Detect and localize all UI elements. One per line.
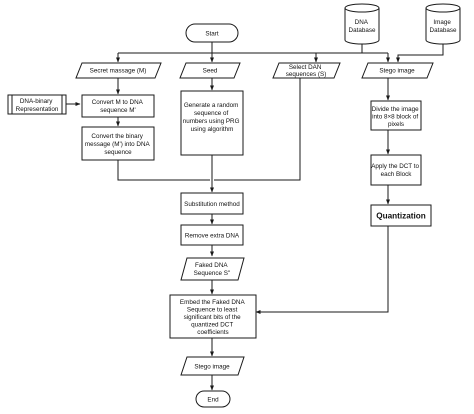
image-database: Image Database: [425, 3, 461, 45]
dna-binary-representation: DNA-binary Representation: [7, 94, 67, 115]
end-label: End: [207, 397, 219, 404]
convert-binary-process: Convert the binary message (M') into DNA…: [81, 126, 155, 161]
end-terminal: End: [195, 390, 231, 408]
dna-binary-label: DNA-binary Representation: [16, 98, 59, 113]
select-dan-label: Select DAN sequences (S): [286, 64, 327, 78]
dna-database-label: DNA Database: [349, 19, 376, 34]
convert-m-process: Convert M to DNA sequence M': [81, 94, 155, 118]
remove-extra-label: Remove extra DNA: [185, 233, 240, 240]
secret-message-input: Secret massage (M): [75, 62, 162, 79]
convert-m-label: Convert M to DNA sequence M': [92, 99, 145, 114]
image-database-label: Image Database: [430, 19, 457, 34]
substitution-process: Substitution method: [180, 192, 244, 215]
stego-image-input-label: Stego image: [379, 68, 415, 75]
remove-extra-process: Remove extra DNA: [180, 224, 244, 246]
apply-dct-process: Apply the DCT to each Block: [370, 154, 422, 186]
dna-database: DNA Database: [344, 3, 380, 45]
faked-dna-output: Faked DNA Sequence S'': [180, 257, 245, 281]
quantization-process: Quantization: [370, 204, 432, 227]
select-dan-input: Select DAN sequences (S): [272, 62, 341, 79]
stego-image-output-label: Stego image: [194, 364, 230, 371]
start-terminal: Start: [185, 23, 239, 43]
embed-process: Embed the Faked DNA Sequence to least si…: [169, 294, 257, 339]
faked-dna-label: Faked DNA Sequence S'': [194, 262, 231, 277]
divide-image-process: Divide the image into 8×8 block of pixel…: [370, 100, 422, 131]
quantization-label: Quantization: [376, 212, 426, 221]
connectors: [66, 42, 444, 391]
secret-message-label: Secret massage (M): [90, 68, 147, 75]
convert-binary-label: Convert the binary message (M') into DNA…: [85, 133, 151, 156]
seed-label: Seed: [203, 68, 218, 75]
stego-image-output: Stego image: [180, 356, 245, 376]
substitution-label: Substitution method: [184, 201, 240, 208]
generate-random-label: Generate a random sequence of numbers us…: [183, 102, 241, 133]
start-label: Start: [205, 31, 219, 38]
apply-dct-label: Apply the DCT to each Block: [371, 163, 421, 178]
seed-input: Seed: [179, 62, 241, 79]
generate-random-process: Generate a random sequence of numbers us…: [180, 90, 244, 156]
stego-image-input: Stego image: [361, 62, 434, 79]
divide-image-label: Divide the image into 8×8 block of pixel…: [372, 106, 421, 128]
embed-label: Embed the Faked DNA Sequence to least si…: [180, 299, 246, 336]
